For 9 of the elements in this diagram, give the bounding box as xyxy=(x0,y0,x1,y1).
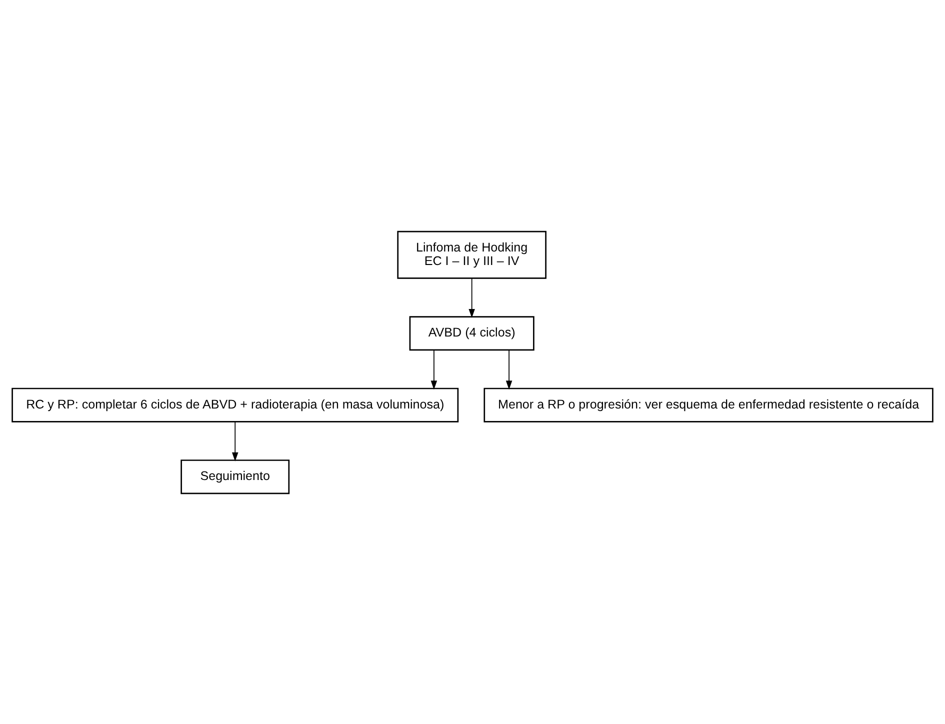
node-box: AVBD (4 ciclos) xyxy=(409,316,534,350)
node-box: Menor a RP o progresión: ver esquema de enfermedad resistente o recaída xyxy=(484,387,934,422)
arrow xyxy=(468,278,475,318)
node-box: Seguimiento xyxy=(180,459,290,494)
arrow xyxy=(506,349,512,390)
arrow xyxy=(430,349,438,390)
arrow xyxy=(232,420,238,461)
node-box: RC y RP: completar 6 ciclos de ABVD + radioterapia (en masa voluminosa) xyxy=(12,387,459,422)
node-box: Linfoma de Hodking EC I – II y III – IV xyxy=(397,230,546,278)
